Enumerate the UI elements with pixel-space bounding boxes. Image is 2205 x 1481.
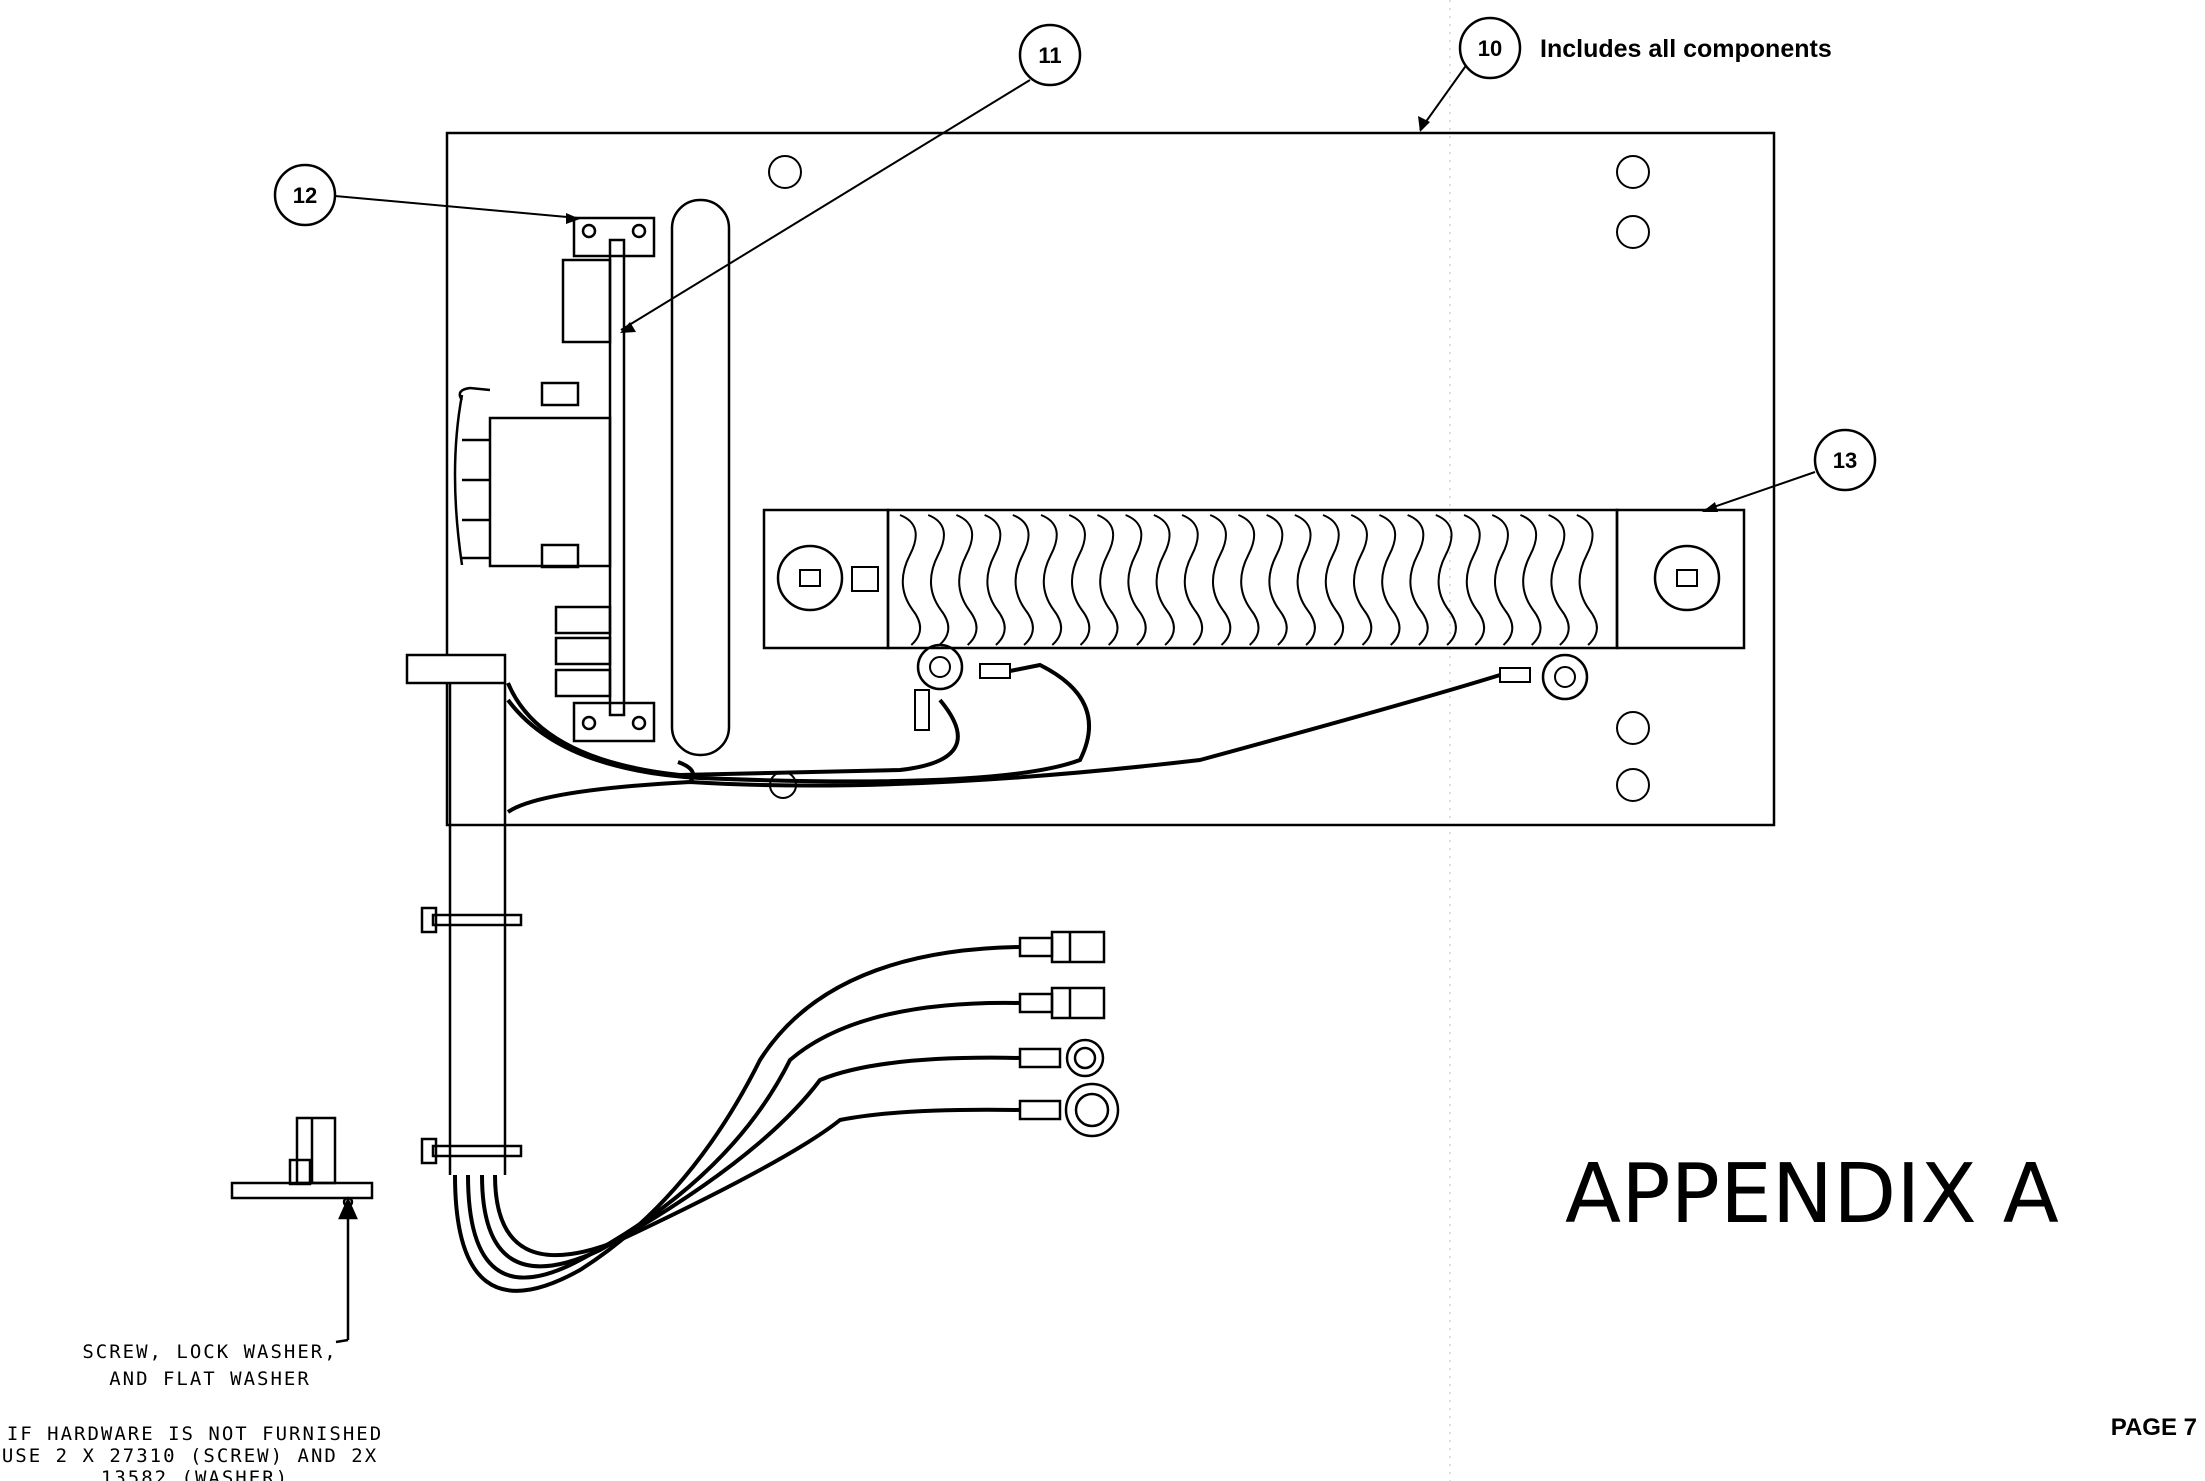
coil-winding (956, 514, 978, 646)
coil-winding (1209, 514, 1232, 646)
spade-terminal-icon (1018, 930, 1106, 1020)
coil-winding (1379, 514, 1401, 646)
mounting-plate (445, 131, 1776, 827)
hardware-detail (230, 1116, 374, 1344)
coil-winding (1040, 514, 1063, 646)
plate-holes (768, 155, 1650, 802)
coil-winding (1576, 514, 1598, 646)
ring-terminal-icon (1018, 1038, 1120, 1138)
coil-winding (1407, 514, 1429, 646)
coil-winding (1435, 514, 1457, 646)
callout-13-label: 13 (1833, 448, 1857, 473)
callout-10: 10 (1458, 16, 1522, 80)
cable-bundle (420, 683, 523, 1175)
callout-10-note: Includes all components (1540, 35, 1832, 63)
substitute-note-line2: USE 2 X 27310 (SCREW) AND 2X (2, 1445, 378, 1467)
coil-winding (927, 514, 950, 646)
callout-12-label: 12 (293, 183, 317, 208)
coil-winding (1548, 514, 1570, 646)
coil-winding (1463, 514, 1486, 646)
substitute-note-line3: 13582 (WASHER) (101, 1467, 289, 1481)
coil-winding (1520, 514, 1542, 646)
coil-winding (984, 514, 1006, 646)
substitute-note-line1: IF HARDWARE IS NOT FURNISHED (7, 1423, 383, 1445)
hardware-note-line2: AND FLAT WASHER (109, 1368, 311, 1390)
cable-clamp (405, 653, 507, 685)
coil-winding (1153, 514, 1175, 646)
coil-winding (1322, 514, 1345, 646)
coil-winding (1068, 514, 1091, 646)
coil-winding (1012, 514, 1034, 646)
coil-winding (899, 514, 922, 646)
coil-winding (1181, 514, 1204, 646)
coil-winding (1294, 514, 1316, 646)
callout-10-label: 10 (1478, 36, 1502, 61)
callout-leaders (334, 59, 1816, 511)
external-leads (453, 945, 1021, 1293)
coil-winding (1266, 514, 1288, 646)
callout-11-label: 11 (1038, 43, 1061, 68)
page-title: APPENDIX A (1565, 1147, 2059, 1242)
oval-slot (670, 198, 731, 757)
callout-arrowheads (566, 116, 1718, 512)
resistor-icon (762, 508, 1746, 731)
coil-winding (1350, 514, 1373, 646)
hardware-note-line1: SCREW, LOCK WASHER, (82, 1341, 337, 1363)
coil-winding (1097, 514, 1119, 646)
callout-13: 13 (1813, 428, 1877, 492)
page-number: PAGE 7 (2111, 1414, 2197, 1441)
coil-winding (1491, 514, 1514, 646)
callout-11: 11 (1018, 23, 1082, 87)
coil-winding (1125, 514, 1147, 646)
coil-winding (1238, 514, 1260, 646)
internal-wiring (506, 662, 1501, 814)
callout-12: 12 (273, 163, 337, 227)
relay-board (453, 216, 656, 743)
